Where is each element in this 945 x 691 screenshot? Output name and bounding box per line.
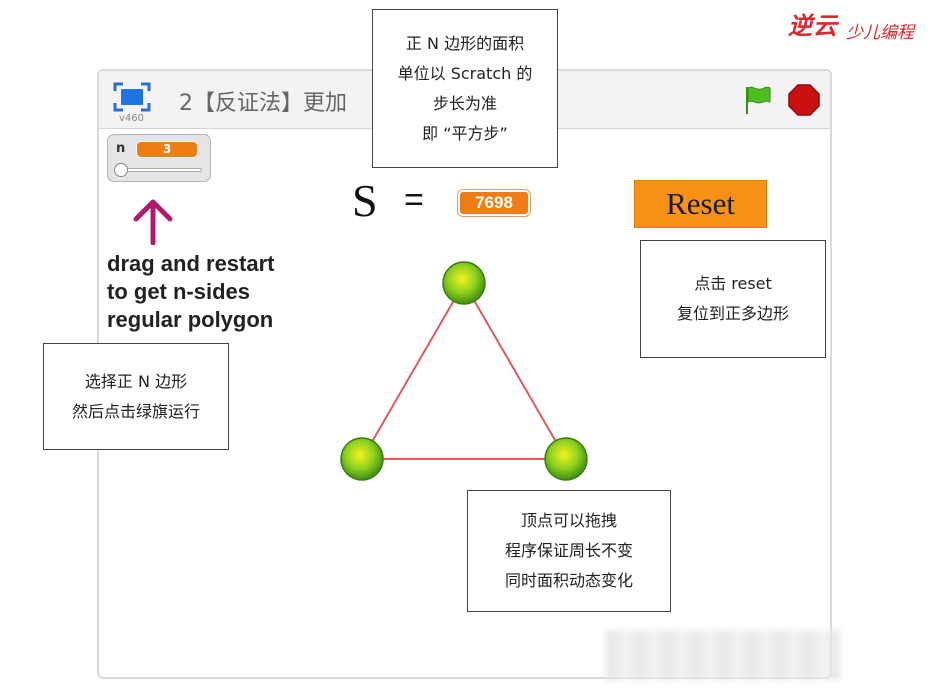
equals-sign: = (404, 181, 424, 219)
hint-line: drag and restart (107, 251, 275, 276)
area-symbol: S (352, 175, 378, 226)
note-line: 选择正 N 边形 (84, 371, 188, 391)
area-unit-note: 正 N 边形的面积 单位以 Scratch 的 步长为准 即 “平方步” (372, 9, 558, 168)
blurred-watermark (605, 630, 840, 680)
stop-icon[interactable] (787, 83, 821, 117)
hint-line: to get n-sides (107, 279, 251, 304)
variable-slider-monitor: n 3 (107, 134, 211, 182)
area-value-display: 7698 (458, 190, 530, 216)
note-line: 顶点可以拖拽 (520, 511, 617, 530)
note-line: 即 “平方步” (422, 123, 508, 143)
note-line: 步长为准 (432, 93, 497, 113)
green-flag-icon[interactable] (739, 83, 773, 117)
note-line: 单位以 Scratch 的 (397, 63, 533, 83)
note-line: 同时面积动态变化 (504, 571, 633, 590)
hint-line: regular polygon (107, 307, 274, 332)
note-line: 程序保证周长不变 (504, 541, 633, 560)
drag-hint-text: drag and restart to get n-sides regular … (107, 250, 275, 334)
note-line: 正 N 边形的面积 (405, 33, 525, 53)
brand-name: 逆云 (788, 11, 838, 40)
polygon-vertex-handle[interactable] (544, 437, 588, 481)
brand-subtitle: 少儿编程 (846, 23, 914, 43)
note-line: 然后点击绿旗运行 (71, 401, 200, 421)
slider-knob[interactable] (114, 163, 128, 177)
drag-vertex-note: 顶点可以拖拽 程序保证周长不变 同时面积动态变化 (467, 490, 671, 612)
select-polygon-note: 选择正 N 边形 然后点击绿旗运行 (43, 343, 229, 450)
version-label: v460 (119, 113, 145, 124)
project-title: 2【反证法】更加 (179, 91, 347, 116)
monitor-label: n (116, 141, 126, 156)
fullscreen-icon[interactable] (113, 82, 151, 112)
polygon-vertex-handle[interactable] (340, 437, 384, 481)
brand-logo: 逆云 少儿编程 (788, 4, 938, 44)
reset-button[interactable]: Reset (634, 180, 767, 228)
slider-track[interactable] (118, 168, 202, 172)
monitor-value: 3 (136, 141, 198, 158)
arrow-up-icon (133, 199, 173, 245)
polygon-vertex-handle[interactable] (442, 261, 486, 305)
note-line: 点击 reset (694, 274, 772, 293)
note-line: 复位到正多边形 (676, 304, 789, 323)
reset-note: 点击 reset 复位到正多边形 (640, 240, 826, 358)
